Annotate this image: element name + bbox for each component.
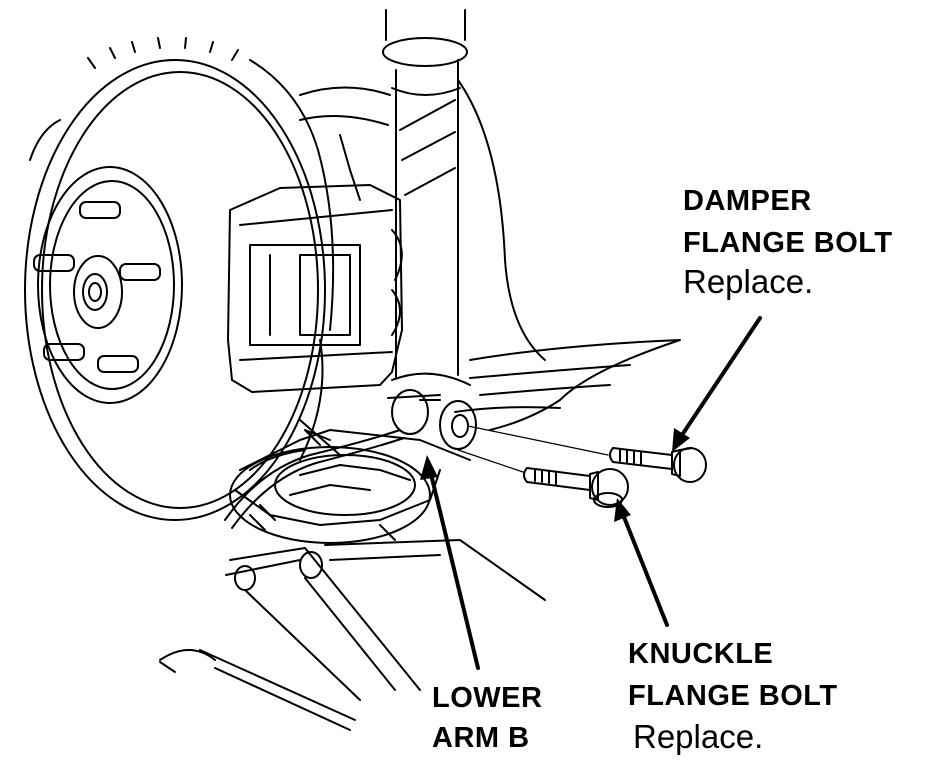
knuckle-label-line1: KNUCKLE [628,638,774,670]
knuckle-note: Replace. [633,718,764,755]
lower-arm-label-line2: ARM B [432,722,530,754]
bolt-bosses [391,389,477,450]
damper-label-line2: FLANGE BOLT [683,227,893,259]
callout-arrows [428,316,762,670]
brake-disc [24,37,335,521]
damper-tube [382,9,546,379]
wheel-hub [73,255,123,329]
damper-note: Replace. [683,263,814,300]
knuckle-label-line2: FLANGE BOLT [628,680,838,712]
knuckle [299,86,471,399]
arrowheads [420,428,690,522]
damper-label-line1: DAMPER [683,185,812,217]
knuckle-arrowhead [614,498,631,522]
lower-arm-arrowhead [420,455,438,480]
lower-arm-label-line1: LOWER [432,682,543,714]
cables [224,339,405,529]
floor-jack [159,539,546,731]
alignment-lines [457,425,609,473]
lower-arm-a [454,339,681,431]
knuckle-flange-bolt [523,467,629,508]
damper-flange-bolt [609,447,707,483]
damper-arrowhead [672,428,690,452]
wheel-studs [33,201,161,373]
brake-caliper [227,184,403,393]
